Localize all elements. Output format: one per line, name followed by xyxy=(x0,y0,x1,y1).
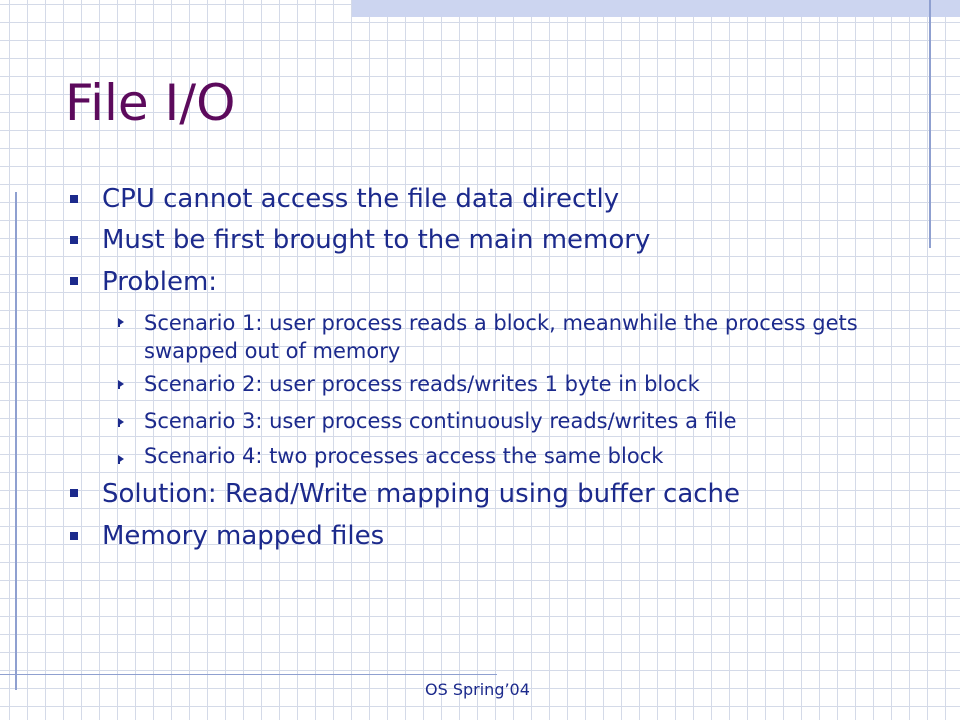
square-bullet-icon xyxy=(70,532,78,540)
left-rule-line xyxy=(15,192,17,690)
right-rule-line xyxy=(929,0,931,248)
bullet-item: Problem: xyxy=(102,267,218,297)
top-accent-bar xyxy=(352,0,960,17)
sub-bullet-item: Scenario 4: two processes access the sam… xyxy=(144,444,664,468)
slide-footer: OS Spring’04 xyxy=(425,680,530,699)
square-bullet-icon xyxy=(70,195,78,203)
bullet-item: Solution: Read/Write mapping using buffe… xyxy=(102,479,741,509)
square-bullet-icon xyxy=(70,277,78,285)
square-bullet-icon xyxy=(70,236,78,244)
bullet-item: CPU cannot access the file data directly xyxy=(102,184,620,214)
bullet-item: Must be first brought to the main memory xyxy=(102,225,651,255)
sub-bullet-item: Scenario 2: user process reads/writes 1 … xyxy=(144,372,700,396)
slide-title: File I/O xyxy=(65,74,236,132)
bottom-rule-line xyxy=(0,674,497,675)
arrow-bullet-icon xyxy=(118,418,124,427)
arrow-bullet-icon xyxy=(118,380,124,389)
sub-bullet-item: Scenario 1: user process reads a block, … xyxy=(144,311,858,363)
arrow-bullet-icon xyxy=(118,455,124,464)
bullet-item: Memory mapped files xyxy=(102,521,385,551)
square-bullet-icon xyxy=(70,489,78,497)
arrow-bullet-icon xyxy=(118,318,124,327)
sub-bullet-item: Scenario 3: user process continuously re… xyxy=(144,409,737,433)
